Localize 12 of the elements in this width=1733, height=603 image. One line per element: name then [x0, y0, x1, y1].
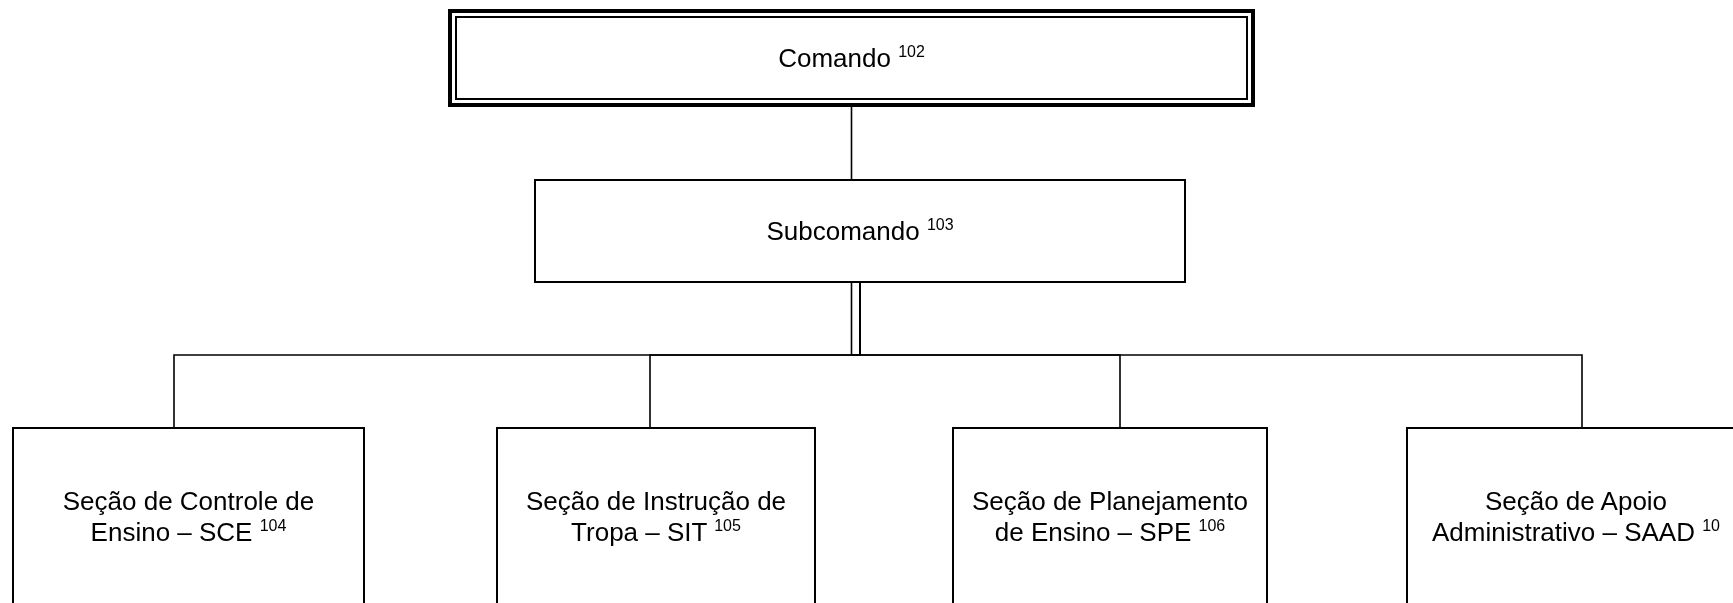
node-label: Seção de Apoio Administrativo – SAAD $^{10}$: [1431, 486, 1721, 548]
node-label: Seção de Instrução de Tropa – SIT $^{105}$: [524, 486, 788, 548]
node-label: Comando $^{102}$: [778, 42, 925, 74]
command-box: [448, 9, 1255, 107]
section-box: [496, 427, 816, 603]
section-box: [952, 427, 1268, 603]
subcommand-box: [534, 179, 1186, 283]
section-box: [1406, 427, 1733, 603]
node-label: Subcomando $^{103}$: [766, 215, 954, 247]
section-box: [12, 427, 365, 603]
node-label: Seção de Planejamento de Ensino – SPE $^{106}$: [970, 486, 1250, 548]
node-label: Seção de Controle de Ensino – SCE $^{104}$: [61, 486, 316, 548]
